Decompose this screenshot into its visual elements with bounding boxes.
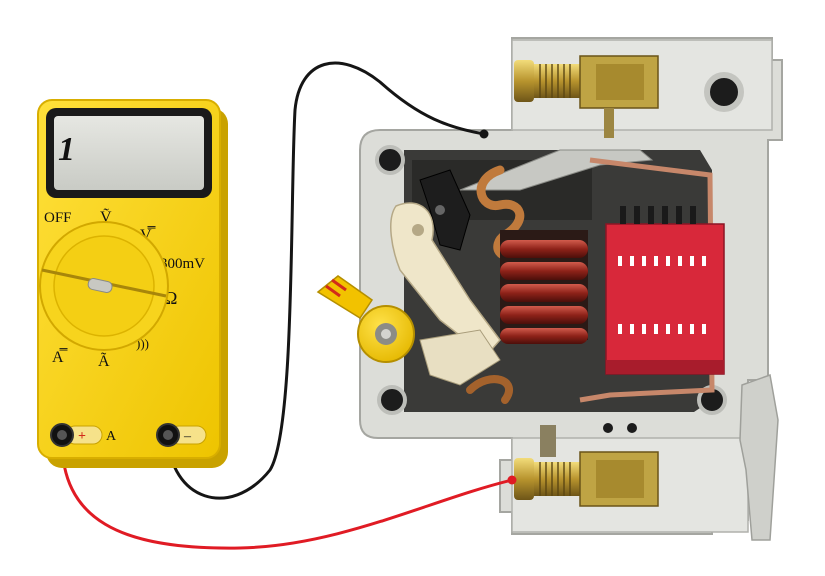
terminal-plus-label: + (78, 429, 86, 444)
terminal-amp-label: A (106, 429, 117, 444)
terminal-com-plus[interactable]: + (51, 424, 102, 446)
terminal-com-minus[interactable]: – (157, 424, 206, 446)
dial-label-a-ac: Ã (98, 352, 110, 370)
black-probe-tip (480, 130, 489, 139)
lcd-reading: 1 (58, 131, 75, 168)
lcd-screen (54, 116, 204, 190)
latch-pivot (435, 205, 445, 215)
lever-pivot (412, 224, 424, 236)
red-probe-tip (508, 476, 517, 485)
dial-label-off: OFF (44, 210, 72, 226)
multimeter: 1 OFF Ṽ V̿ 300mV Ω ))) Ã A̿ + A – (38, 100, 228, 468)
circuit-breaker (318, 38, 782, 540)
trip-coil (500, 230, 588, 344)
arc-chute (606, 206, 724, 374)
terminal-minus-label: – (183, 429, 192, 444)
